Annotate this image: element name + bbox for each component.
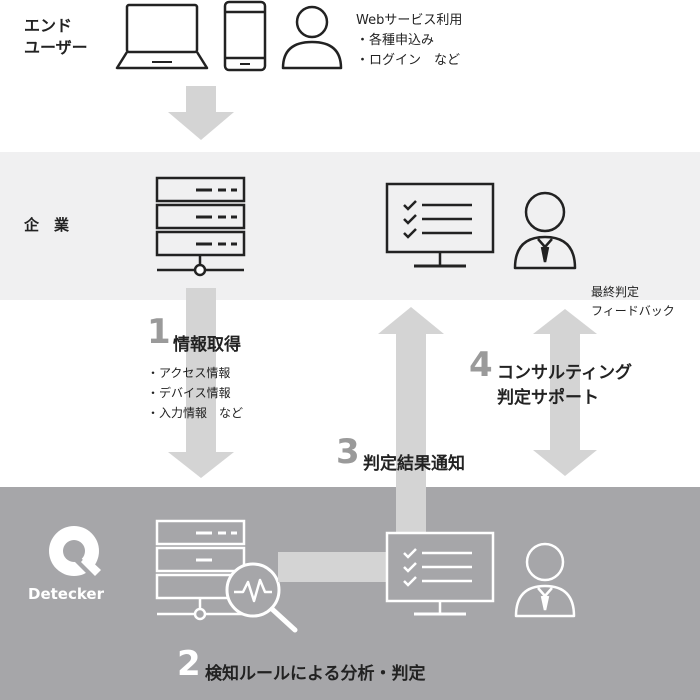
step4-title-line1: コンサルティング xyxy=(497,363,632,383)
detecker-brand: Detecker xyxy=(28,585,105,603)
end-user-desc-line2: ・各種申込み xyxy=(356,33,435,48)
server-magnifier-icon xyxy=(155,519,298,633)
step3-number: 3 xyxy=(336,432,360,472)
person-tie-icon-detecker xyxy=(514,542,576,618)
arrow-down-enduser xyxy=(168,86,234,140)
feedback-line1: 最終判定 xyxy=(591,285,640,299)
server-icon xyxy=(155,176,246,277)
person-icon xyxy=(281,5,343,70)
end-user-title-line2: ユーザー xyxy=(24,38,88,57)
step4-title-line2: 判定サポート xyxy=(497,388,599,408)
company-label: 企 業 xyxy=(24,216,70,234)
step1-title: 情報取得 xyxy=(173,335,241,355)
arrow-down-step1 xyxy=(168,288,234,478)
step1-number: 1 xyxy=(147,312,171,352)
monitor-checklist-icon-detecker xyxy=(385,531,495,616)
detecker-logo-icon xyxy=(49,526,101,576)
end-user-title-line1: エンド xyxy=(24,16,73,35)
arrow-up-step3 xyxy=(378,307,444,540)
monitor-checklist-icon xyxy=(385,182,495,268)
arrow-double-step4 xyxy=(533,309,597,476)
step2-number: 2 xyxy=(177,644,201,684)
person-tie-icon xyxy=(513,191,577,270)
step2-title: 検知ルールによる分析・判定 xyxy=(205,664,426,684)
end-user-desc-line3: ・ログイン など xyxy=(356,53,461,68)
step3-title: 判定結果通知 xyxy=(363,454,465,474)
detecker-band xyxy=(0,487,700,700)
laptop-icon xyxy=(115,3,209,70)
feedback-line2: フィードバック xyxy=(591,304,675,318)
step1-item2: ・デバイス情報 xyxy=(147,386,231,400)
connector-analysis xyxy=(278,552,388,582)
step1-item3: ・入力情報 など xyxy=(147,406,244,420)
end-user-desc-line1: Webサービス利用 xyxy=(356,13,463,28)
step1-item1: ・アクセス情報 xyxy=(147,366,231,380)
company-band xyxy=(0,152,700,300)
smartphone-icon xyxy=(223,0,267,72)
step4-number: 4 xyxy=(469,345,493,385)
